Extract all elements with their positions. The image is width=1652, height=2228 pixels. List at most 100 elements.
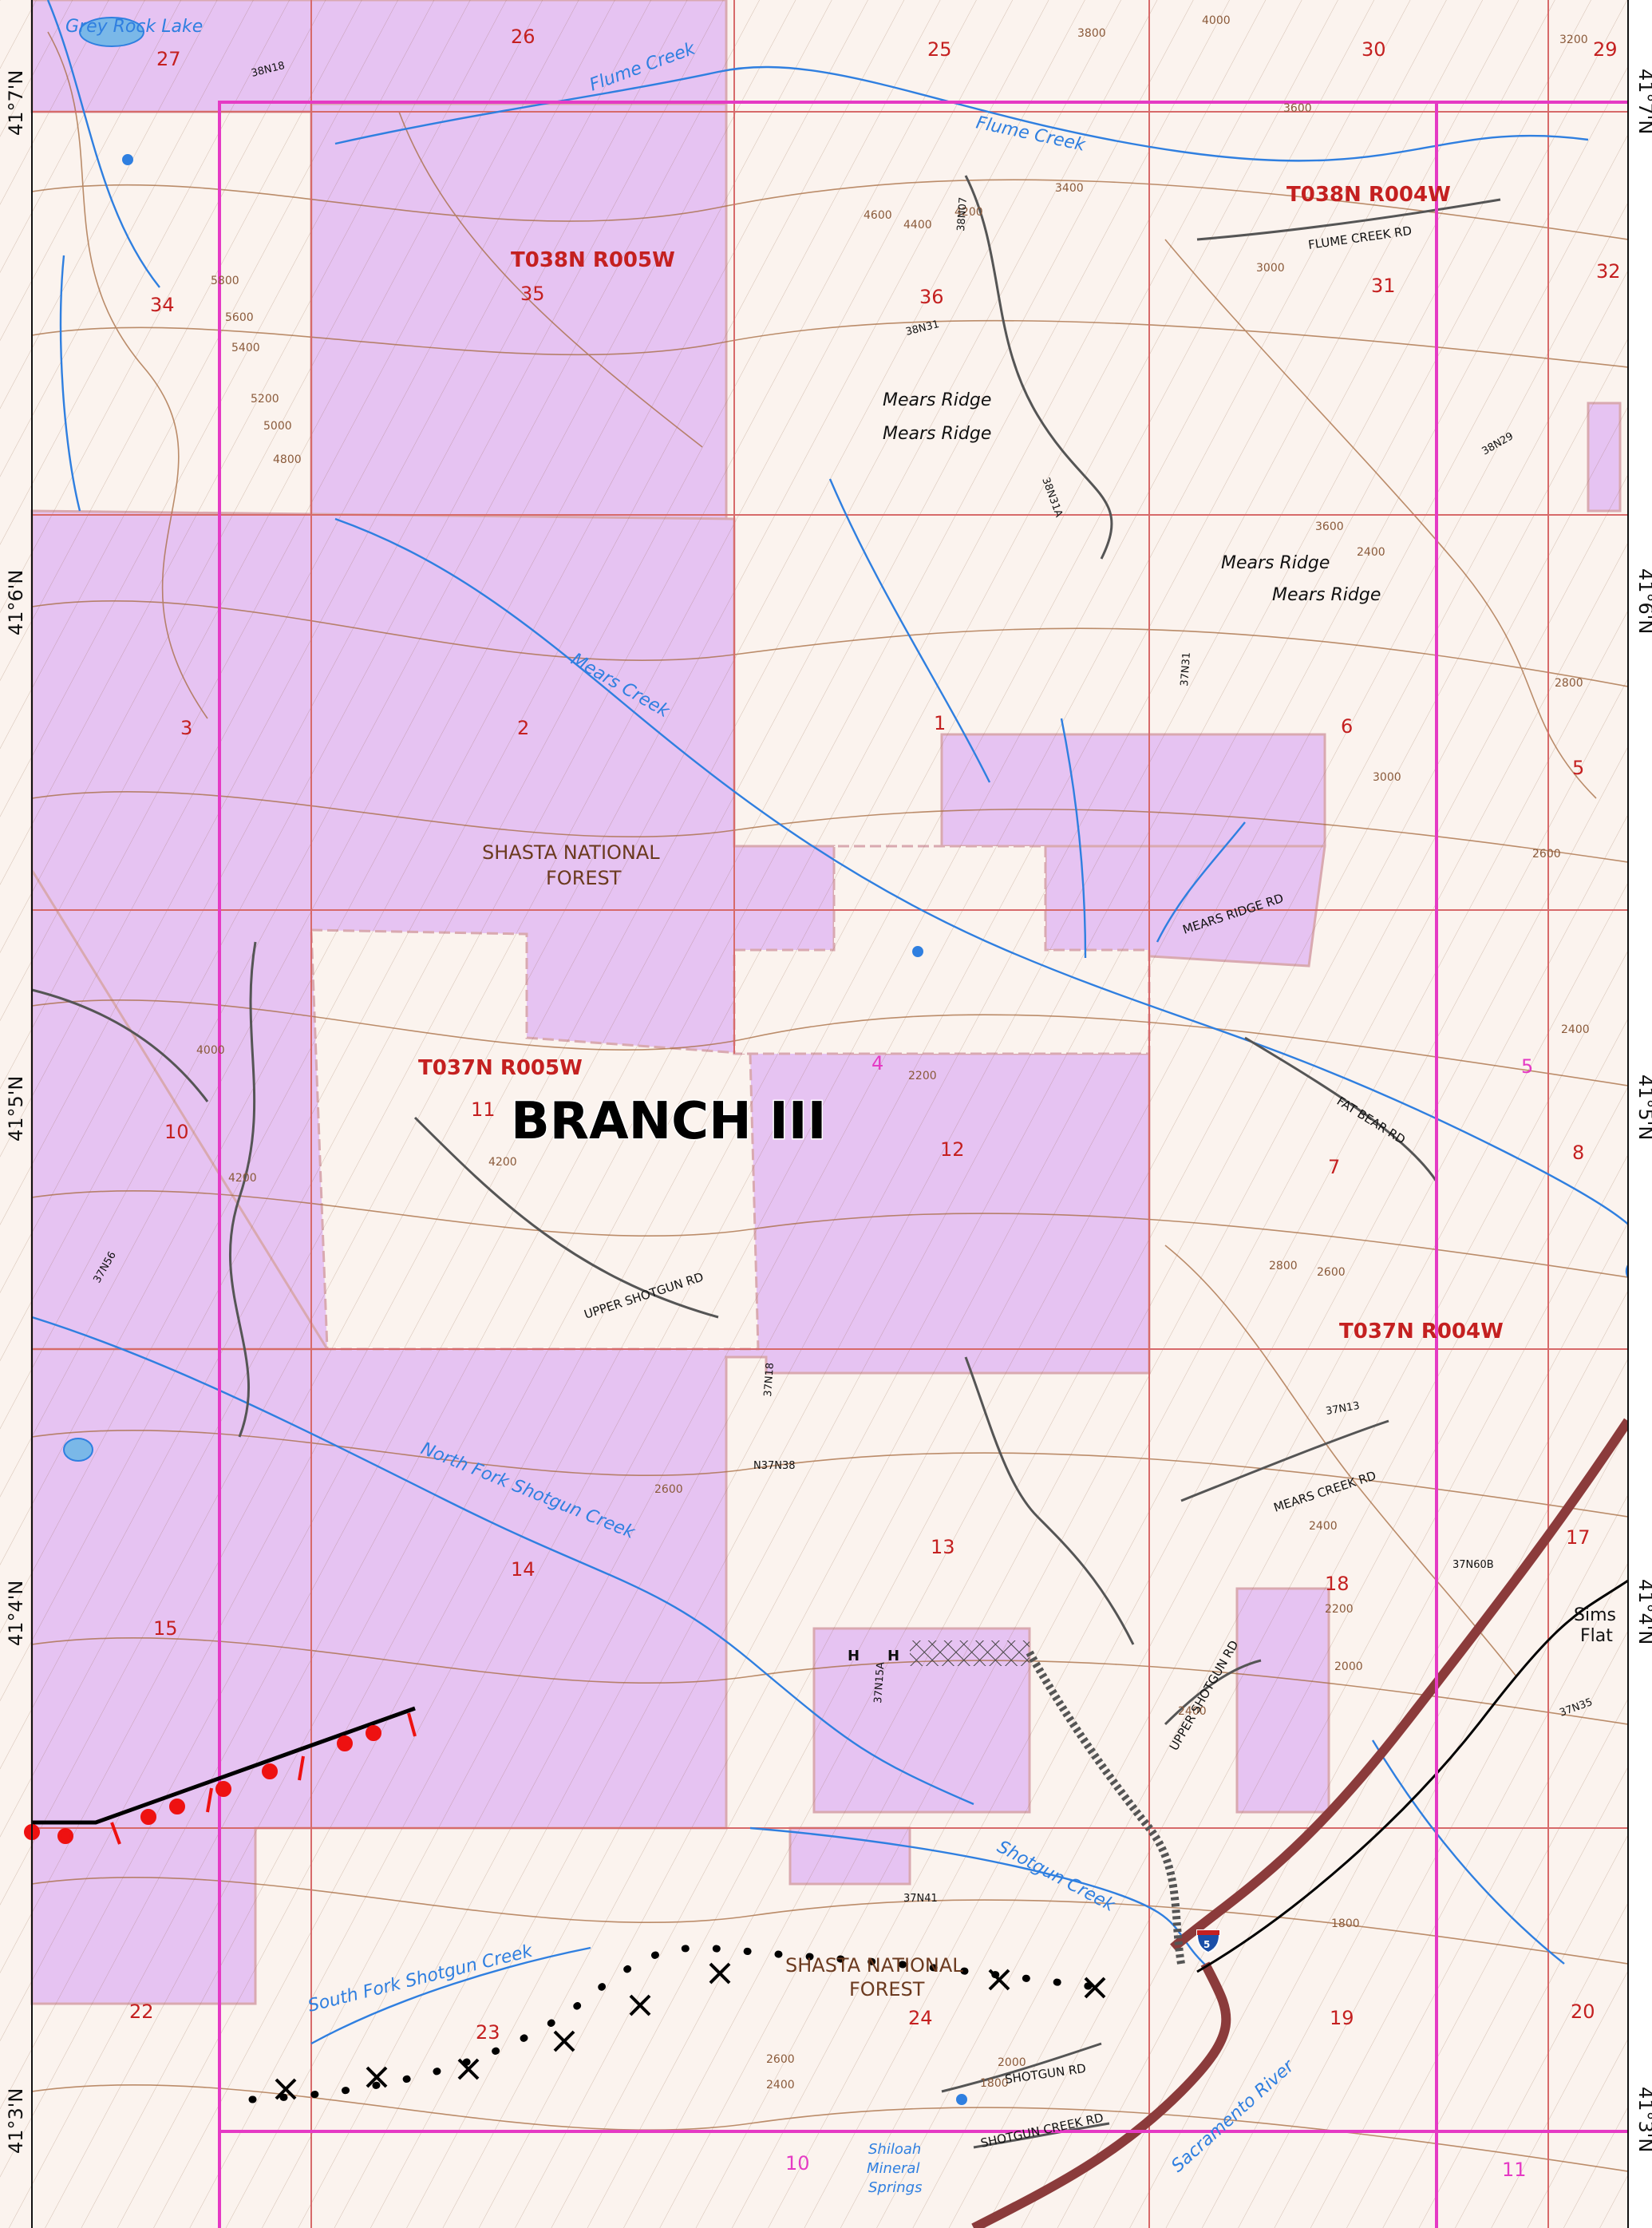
- label-mears-ridge-2: Mears Ridge: [883, 424, 991, 444]
- fault-tick: [298, 1755, 305, 1781]
- contour-label: 4200: [954, 206, 983, 219]
- township-labels: T038N R005W T038N R004W T037N R005W T037…: [418, 183, 1504, 1344]
- contour-label: 2400: [766, 2079, 795, 2091]
- interstate-5-lower: [971, 1961, 1231, 2228]
- contour-label: 5600: [225, 311, 254, 324]
- contour-line: [31, 1429, 1629, 1518]
- contour-label: 2800: [1269, 1260, 1298, 1272]
- quad-frame: [218, 101, 1438, 2133]
- section-1: 1: [934, 712, 946, 734]
- contour-label: 2800: [1555, 677, 1583, 690]
- contour-line: [31, 999, 1629, 1086]
- road-mears-creek: [1180, 1419, 1389, 1502]
- section-23: 23: [476, 2021, 500, 2044]
- x-marker: [553, 2030, 575, 2052]
- stream-tributary: [1371, 1739, 1565, 1965]
- section-32: 32: [1596, 260, 1621, 283]
- stream-south-fork-shotgun: [310, 1946, 591, 2045]
- latitude-labels-right: 41°7'N 41°6'N 41°5'N 41°4'N 41°3'N: [1634, 69, 1652, 2152]
- label-37n38: N37N38: [753, 1460, 796, 1472]
- stream-tributary: [828, 478, 991, 783]
- stream-tributary: [46, 0, 160, 288]
- section-17: 17: [1566, 1526, 1591, 1549]
- contour-label: 3200: [1559, 34, 1588, 46]
- pond: [63, 1438, 93, 1462]
- stream-tributary: [59, 255, 81, 512]
- label-37n18: 37N18: [762, 1363, 777, 1398]
- trail-markers: [275, 1962, 1106, 2100]
- spring: [956, 2094, 967, 2105]
- road-shotgun: [941, 2042, 1102, 2093]
- road-shotgun-creek: [973, 2122, 1110, 2149]
- quad-boundary: [218, 101, 1628, 2228]
- contour-label: 4600: [864, 209, 892, 222]
- contour-label: 3000: [1256, 262, 1285, 275]
- lat-label-414-right: 41°4'N: [1634, 1579, 1652, 1644]
- section-20: 20: [1571, 2000, 1595, 2023]
- contour-label: 4200: [228, 1172, 257, 1185]
- trail: [248, 1944, 1106, 2103]
- contour-label: 3600: [1315, 520, 1344, 533]
- contour-label: 4400: [903, 219, 932, 232]
- stream-mears-creek: [334, 517, 1643, 1278]
- helipad-1: H: [848, 1648, 860, 1664]
- contour-line: [398, 111, 703, 448]
- label-flat: Flat: [1580, 1626, 1613, 1646]
- section-8: 8: [1572, 1142, 1584, 1164]
- section-5b: 5: [1521, 1055, 1533, 1078]
- water-bodies: [63, 17, 967, 2105]
- label-37n15a: 37N15A: [872, 1662, 887, 1704]
- section-24: 24: [908, 2007, 933, 2029]
- interstate-5: [1170, 1418, 1632, 1952]
- road-upper-shotgun: [413, 1116, 719, 1319]
- contour-label: 4200: [488, 1156, 517, 1169]
- contour-label: 3400: [1055, 182, 1084, 195]
- section-30: 30: [1362, 38, 1386, 61]
- contour-label: 1800: [1331, 1917, 1360, 1930]
- contour-line: [31, 790, 1629, 863]
- contour-label: 5000: [263, 420, 292, 433]
- roads: [31, 175, 1501, 2149]
- label-shiloah-1: Shiloah: [868, 2141, 921, 2158]
- section-22: 22: [129, 2000, 154, 2023]
- lat-label-417-left: 41°7'N: [5, 70, 27, 136]
- spring: [122, 154, 133, 165]
- label-shiloah-3: Springs: [868, 2179, 922, 2196]
- contour-label: 2200: [1325, 1603, 1354, 1616]
- contour-label: 2400: [1561, 1023, 1590, 1036]
- contour-line: [47, 31, 208, 719]
- township-t37-r5: T037N R005W: [418, 1056, 583, 1080]
- section-34: 34: [150, 294, 175, 316]
- section-5a: 5: [1572, 757, 1584, 779]
- forest-name-line-1: SHASTA NATIONAL: [482, 841, 660, 864]
- section-12: 12: [940, 1138, 965, 1161]
- lat-label-415-right: 41°5'N: [1634, 1074, 1652, 1140]
- stream-north-fork-shotgun: [31, 1316, 974, 1806]
- lat-label-416-left: 41°6'N: [5, 570, 27, 635]
- x-marker: [275, 2078, 297, 2100]
- section-35: 35: [520, 283, 545, 305]
- x-marker: [1084, 1977, 1106, 1999]
- section-4: 4: [871, 1052, 883, 1074]
- fault-tick: [407, 1712, 417, 1737]
- section-lines: [32, 0, 1628, 2228]
- forest-labels: SHASTA NATIONAL FOREST SHASTA NATIONAL F…: [482, 841, 963, 2000]
- section-13: 13: [931, 1536, 955, 1558]
- contour-label: 2200: [908, 1070, 937, 1082]
- contour-line: [1164, 1245, 1517, 1677]
- contour-label: 5200: [251, 393, 279, 406]
- label-37n60b: 37N60B: [1452, 1559, 1494, 1571]
- section-10a: 10: [164, 1121, 189, 1143]
- section-18: 18: [1325, 1573, 1350, 1595]
- contour-label: 2600: [1532, 848, 1561, 861]
- label-grey-rock-lake: Grey Rock Lake: [65, 17, 203, 37]
- fault-tick: [110, 1822, 121, 1845]
- section-7: 7: [1328, 1156, 1340, 1178]
- label-shiloah-2: Mineral: [867, 2160, 919, 2177]
- label-38n07: 38N07: [955, 197, 970, 232]
- contour-line: [31, 1189, 1629, 1278]
- contour-label: 2600: [766, 2053, 795, 2066]
- contour-line: [31, 600, 1629, 687]
- lat-label-415-left: 41°5'N: [5, 1076, 27, 1142]
- contour-label: 4000: [196, 1044, 225, 1057]
